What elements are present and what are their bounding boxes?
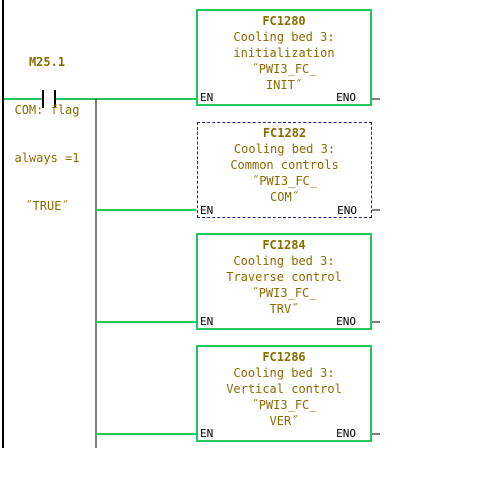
block-symbol-line: ˝PWI3_FC_ [251, 398, 317, 412]
block-comment-line: Cooling bed 3: [233, 142, 336, 156]
contact-label: M25.1 COM: flag always =1 ˝TRUE˝ [2, 22, 92, 230]
en-pin-label: EN [200, 204, 214, 217]
block-number: FC1284 [262, 238, 306, 252]
normally-open-contact[interactable] [40, 88, 58, 110]
block-symbol-line: ˝PWI3_FC_ [251, 286, 317, 300]
block-symbol-line: ˝PWI3_FC_ [251, 62, 317, 76]
block-symbol-line: COM˝ [270, 190, 299, 204]
block-symbol-line: TRV˝ [269, 302, 299, 316]
block-number: FC1280 [262, 14, 306, 28]
block-number: FC1286 [262, 350, 306, 364]
en-pin-label: EN [200, 427, 214, 440]
en-pin-label: EN [200, 315, 214, 328]
eno-pin-label: ENO [336, 427, 356, 440]
function-block-fc1284[interactable]: FC1284 Cooling bed 3: Traverse control ˝… [196, 233, 372, 330]
contact-symbol: ˝TRUE˝ [25, 199, 69, 213]
block-comment-line: Cooling bed 3: [233, 254, 335, 268]
block-comment-line: initialization [233, 46, 335, 60]
block-symbol-line: VER˝ [269, 414, 299, 428]
contact-comment-line-2: always =1 [14, 151, 80, 165]
block-number: FC1282 [262, 126, 307, 140]
function-block-fc1286[interactable]: FC1286 Cooling bed 3: Vertical control ˝… [196, 345, 372, 442]
block-comment-line: Vertical control [226, 382, 342, 396]
block-comment-line: Common controls [230, 158, 339, 172]
block-symbol-line: ˝PWI3_FC_ [251, 174, 318, 188]
eno-pin-label: ENO [337, 204, 357, 217]
block-comment-line: Traverse control [226, 270, 342, 284]
block-symbol-line: INIT˝ [265, 78, 303, 92]
en-pin-label: EN [200, 91, 214, 104]
function-block-fc1280[interactable]: FC1280 Cooling bed 3: initialization ˝PW… [196, 9, 372, 106]
contact-address: M25.1 [28, 55, 66, 69]
eno-pin-label: ENO [336, 91, 356, 104]
function-block-fc1282[interactable]: FC1282 Cooling bed 3: Common controls ˝P… [197, 122, 372, 218]
contact-comment-line-1: COM: flag [14, 103, 80, 117]
block-comment-line: Cooling bed 3: [233, 30, 335, 44]
eno-pin-label: ENO [336, 315, 356, 328]
block-comment-line: Cooling bed 3: [233, 366, 335, 380]
